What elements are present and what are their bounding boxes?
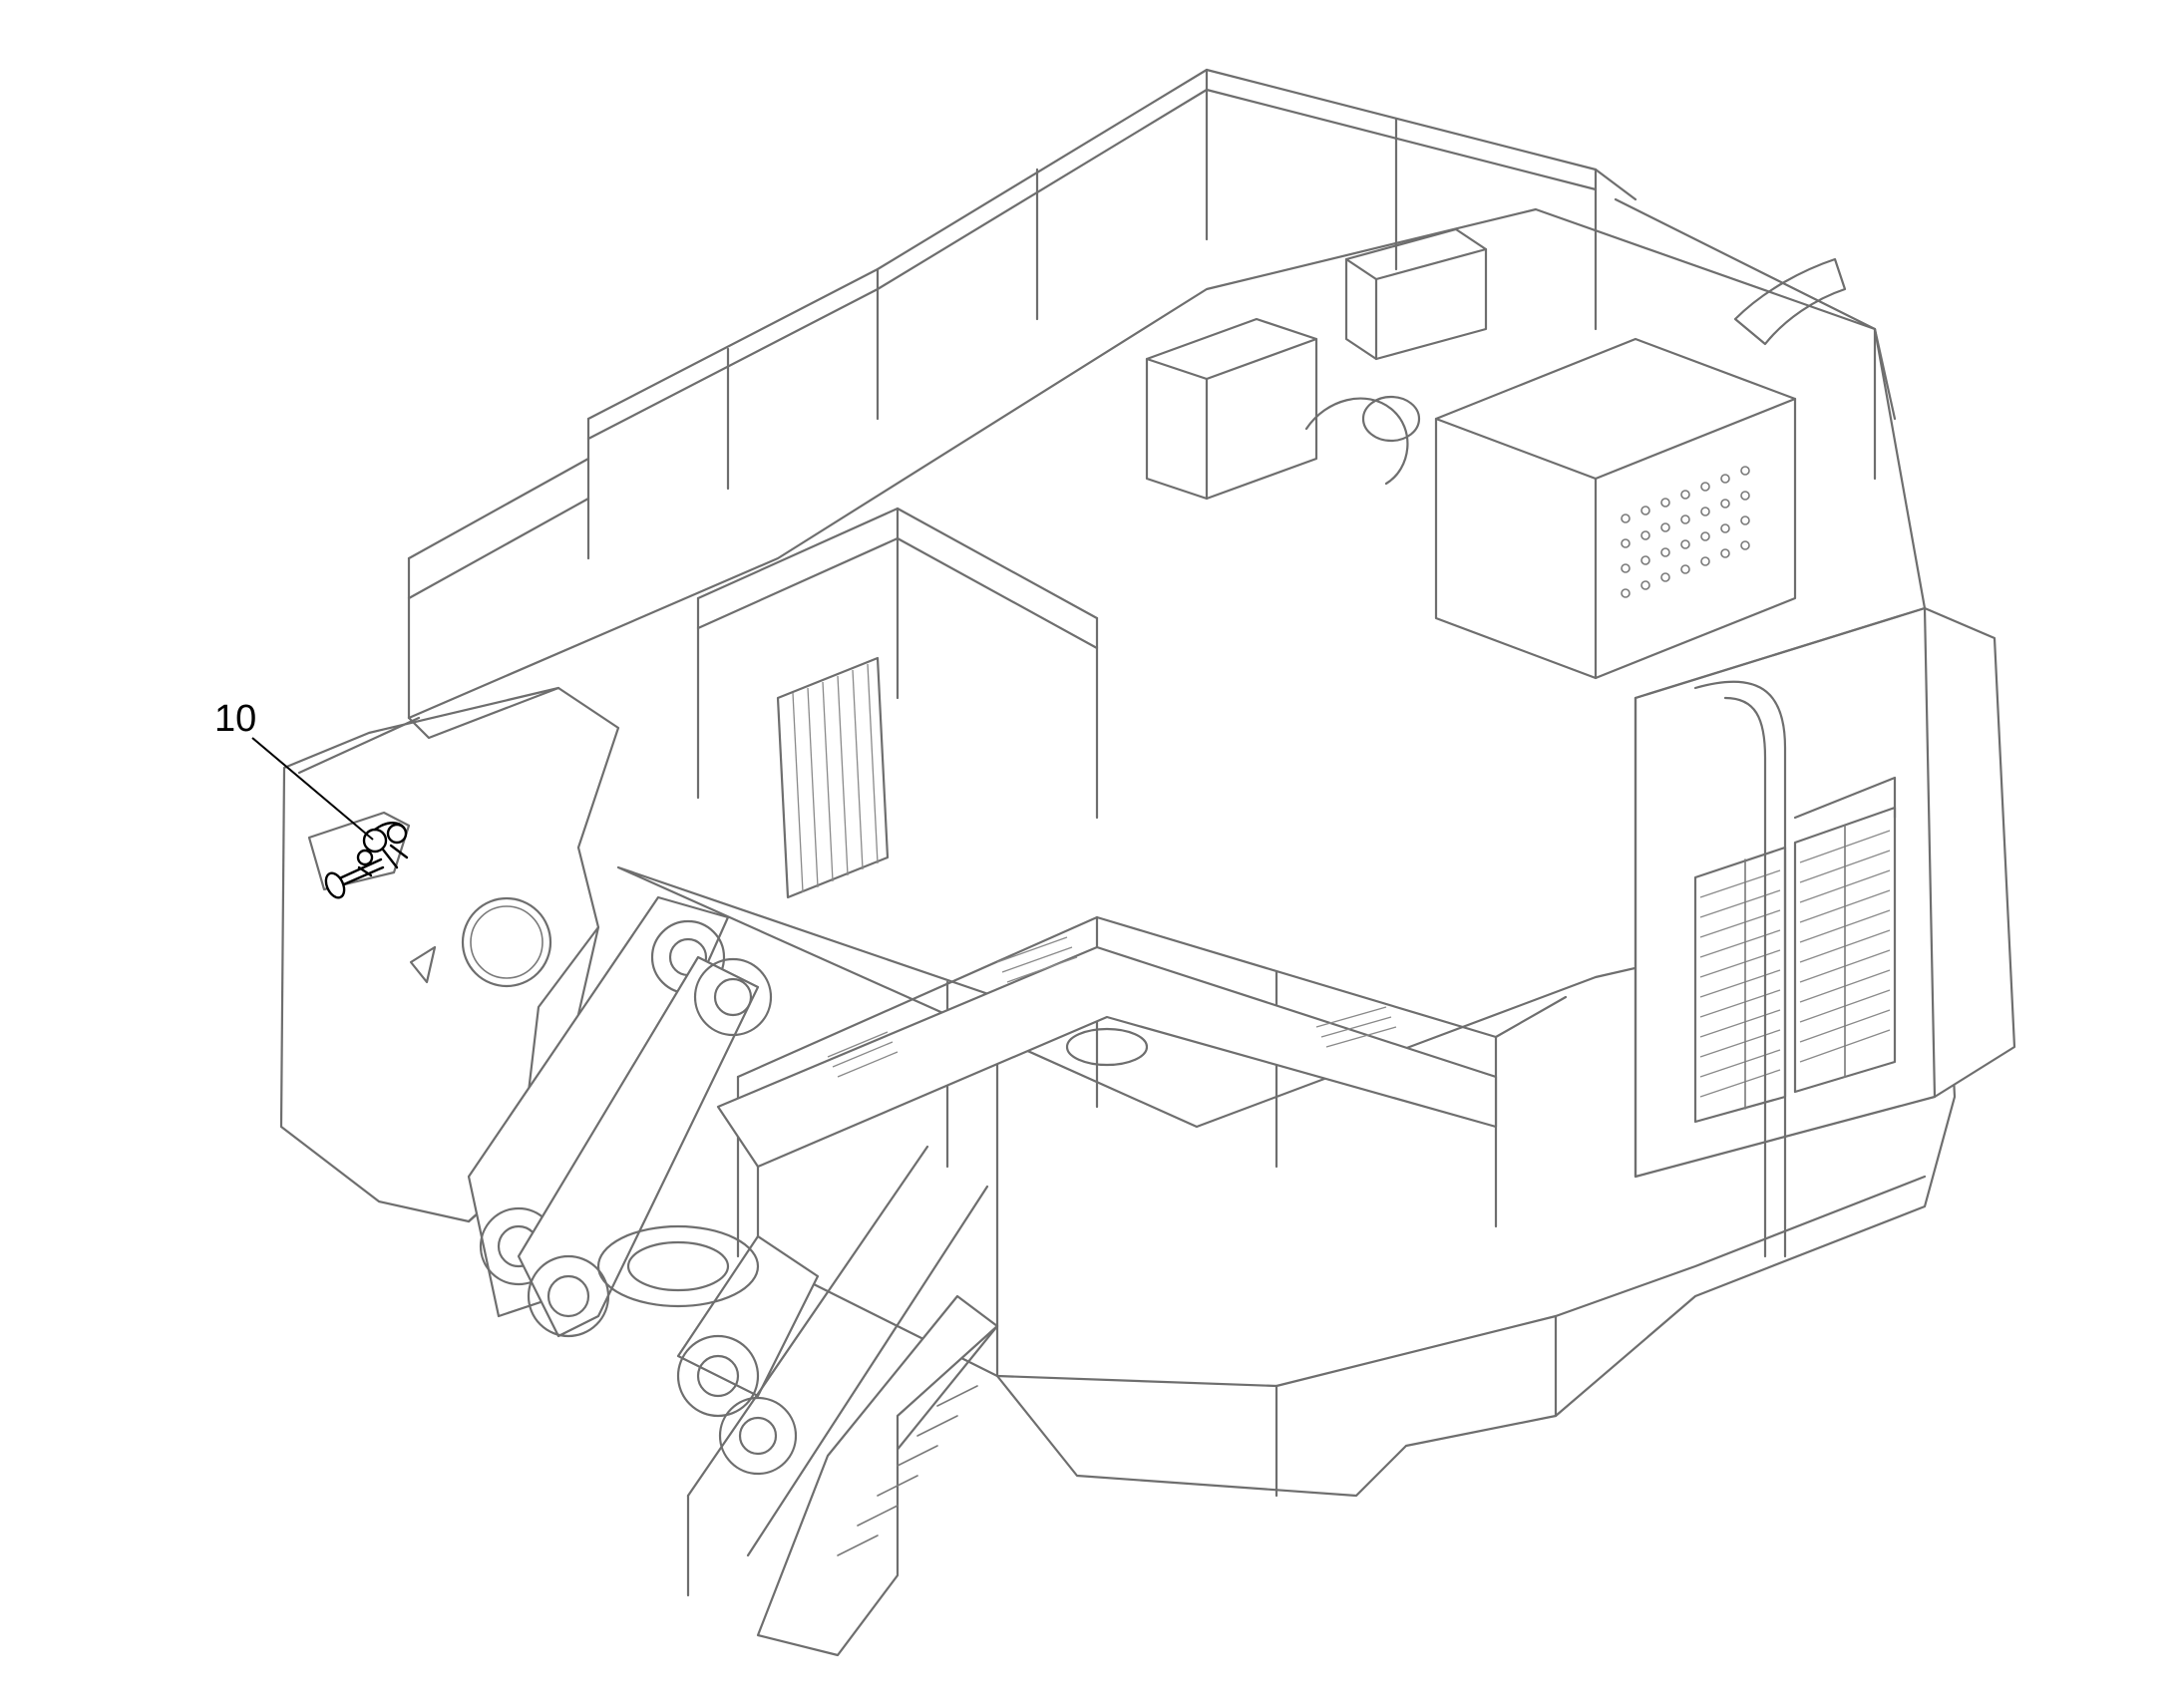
upper-deck: [407, 207, 1927, 899]
callout-10: 10: [214, 698, 374, 841]
callout-leader-line: [251, 737, 374, 841]
boom-linkage: [467, 895, 820, 1476]
radiator-grille: [1693, 776, 1897, 1124]
stairway: [686, 1145, 999, 1657]
center-cooler: [776, 656, 890, 899]
horn-assembly: [307, 811, 411, 899]
callout-label: 10: [214, 698, 256, 740]
machine-body: [279, 606, 2016, 1498]
